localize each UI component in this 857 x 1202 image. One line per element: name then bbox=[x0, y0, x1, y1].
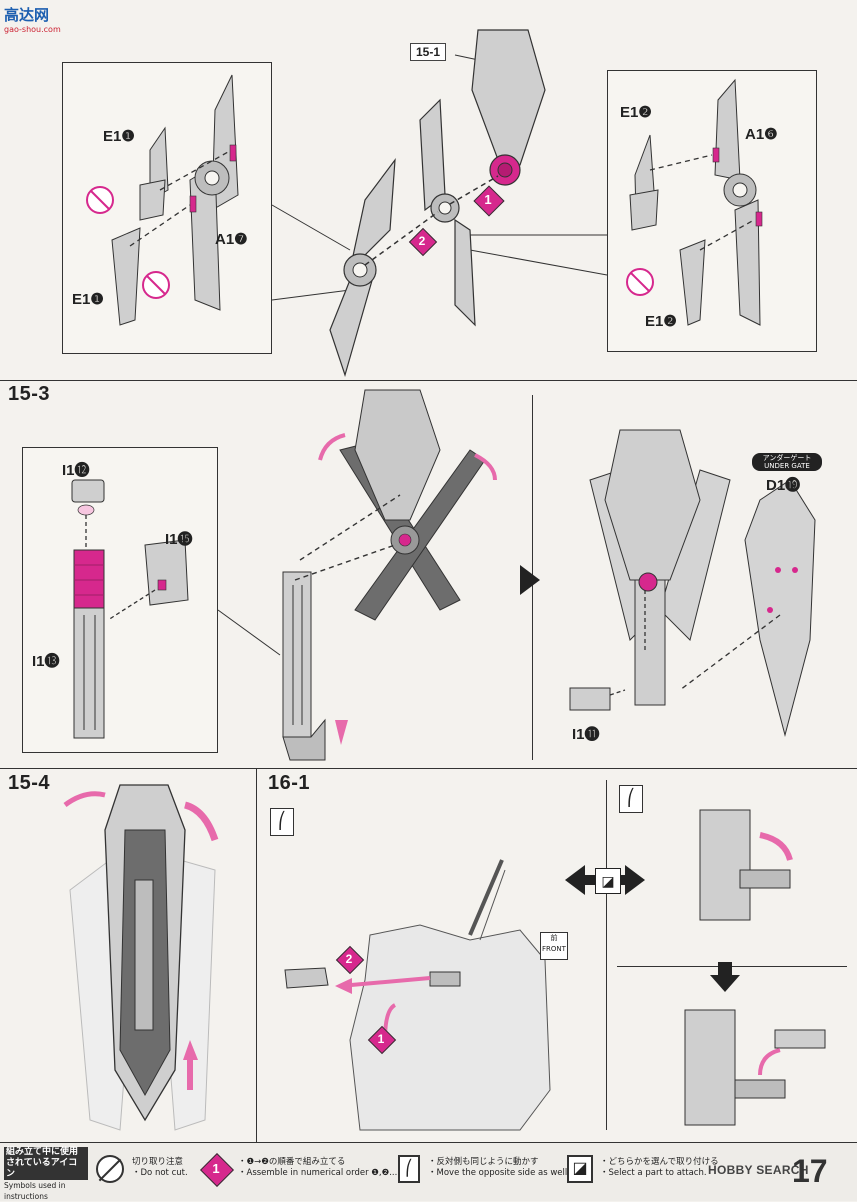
legend-select-en: ・Select a part to attach. bbox=[600, 1168, 707, 1178]
watermark-site-name: 高达网 bbox=[4, 6, 50, 24]
order-badge-16-1-label: 1 bbox=[377, 1032, 385, 1046]
legend-select-jp: ・どちらかを選んで取り付ける bbox=[600, 1157, 719, 1167]
order-badge-1-label: 1 bbox=[484, 192, 492, 207]
legend-nocut-text: 切り取り注意 ・Do not cut. bbox=[132, 1157, 188, 1179]
order-badge-16-2-label: 2 bbox=[345, 952, 353, 966]
front-badge-jp: 前 bbox=[550, 934, 558, 942]
legend-order-en: ・Assemble in numerical order ❶,❷... bbox=[238, 1168, 398, 1178]
legend-select-text: ・どちらかを選んで取り付ける ・Select a part to attach. bbox=[600, 1157, 719, 1179]
front-badge-en: FRONT bbox=[542, 945, 566, 953]
legend-order-icon-label: 1 bbox=[212, 1161, 220, 1176]
part-label-i1-12: I1⓬ bbox=[62, 462, 90, 479]
diagram-15-3 bbox=[71, 389, 816, 761]
opposite-side-icon: ⎛ bbox=[270, 808, 294, 836]
section-divider-2 bbox=[0, 768, 857, 769]
step-label-15-4: 15-4 bbox=[8, 772, 51, 794]
watermark: 高达网 gao-shou.com bbox=[4, 4, 70, 40]
page-number: 17 bbox=[792, 1153, 828, 1189]
legend-opposite-jp: ・反対側も同じように動かす bbox=[428, 1157, 539, 1167]
part-label-i1-15: I1⓯ bbox=[165, 531, 193, 548]
legend-opposite-en: ・Move the opposite side as well. bbox=[428, 1168, 570, 1178]
step-label-15-3: 15-3 bbox=[8, 383, 51, 405]
part-label-e1-1-bottom: E1❶ bbox=[72, 291, 104, 308]
legend-order-text: ・❶→❷の順番で組み立てる ・Assemble in numerical ord… bbox=[238, 1157, 397, 1179]
diagram-16-1 bbox=[284, 809, 826, 1131]
part-label-i1-11: I1⓫ bbox=[572, 726, 600, 743]
legend-title-jp2: されているアイコン bbox=[4, 1158, 88, 1180]
under-gate-en: UNDER GATE bbox=[764, 462, 810, 470]
diagram-15-1 bbox=[86, 29, 763, 378]
section-divider bbox=[0, 380, 857, 381]
legend-order-jp: ・❶→❷の順番で組み立てる bbox=[238, 1157, 346, 1167]
vertical-divider-15-4 bbox=[256, 768, 257, 1142]
step-label-16-1: 16-1 bbox=[268, 772, 311, 794]
watermark-site-url: gao-shou.com bbox=[4, 25, 61, 34]
vertical-divider-16-1 bbox=[606, 780, 607, 1130]
legend-select-icon: ◪ bbox=[567, 1155, 593, 1183]
legend-nocut-jp: 切り取り注意 bbox=[132, 1157, 184, 1167]
step-label-15-1: 15-1 bbox=[410, 43, 447, 61]
legend-title-jp1: 組み立て中に使用 bbox=[4, 1147, 88, 1158]
order-badge-2-label: 2 bbox=[418, 234, 426, 248]
under-gate-jp: アンダーゲート bbox=[762, 454, 812, 462]
symbols-legend: 組み立て中に使用 されているアイコン Symbols used in instr… bbox=[0, 1142, 857, 1201]
legend-nocut-icon bbox=[96, 1155, 124, 1183]
opposite-side-icon-right: ⎛ bbox=[619, 785, 643, 813]
diagram-15-4 bbox=[63, 784, 219, 1131]
part-label-e1-1-top: E1❶ bbox=[103, 128, 135, 145]
part-label-e1-2-bottom: E1❷ bbox=[645, 313, 677, 330]
part-label-a1-7: A1❼ bbox=[215, 231, 248, 248]
legend-opposite-icon: ⎛ bbox=[398, 1155, 420, 1183]
part-label-a1-6: A1❻ bbox=[745, 126, 778, 143]
under-gate-badge: アンダーゲート UNDER GATE bbox=[752, 453, 822, 471]
brand-logo: HOBBY SEARCH bbox=[708, 1163, 809, 1177]
part-label-d1-19: D1⓳ bbox=[766, 477, 801, 494]
part-label-i1-13: I1⓭ bbox=[32, 653, 60, 670]
legend-title: 組み立て中に使用 されているアイコン Symbols used in instr… bbox=[4, 1147, 88, 1202]
select-icon: ◪ bbox=[595, 868, 621, 894]
legend-opposite-text: ・反対側も同じように動かす ・Move the opposite side as… bbox=[428, 1157, 570, 1179]
front-badge: 前 FRONT bbox=[540, 932, 568, 960]
part-label-e1-2-top: E1❷ bbox=[620, 104, 652, 121]
legend-nocut-en: ・Do not cut. bbox=[132, 1168, 188, 1178]
legend-title-en: Symbols used in instructions bbox=[4, 1181, 66, 1201]
